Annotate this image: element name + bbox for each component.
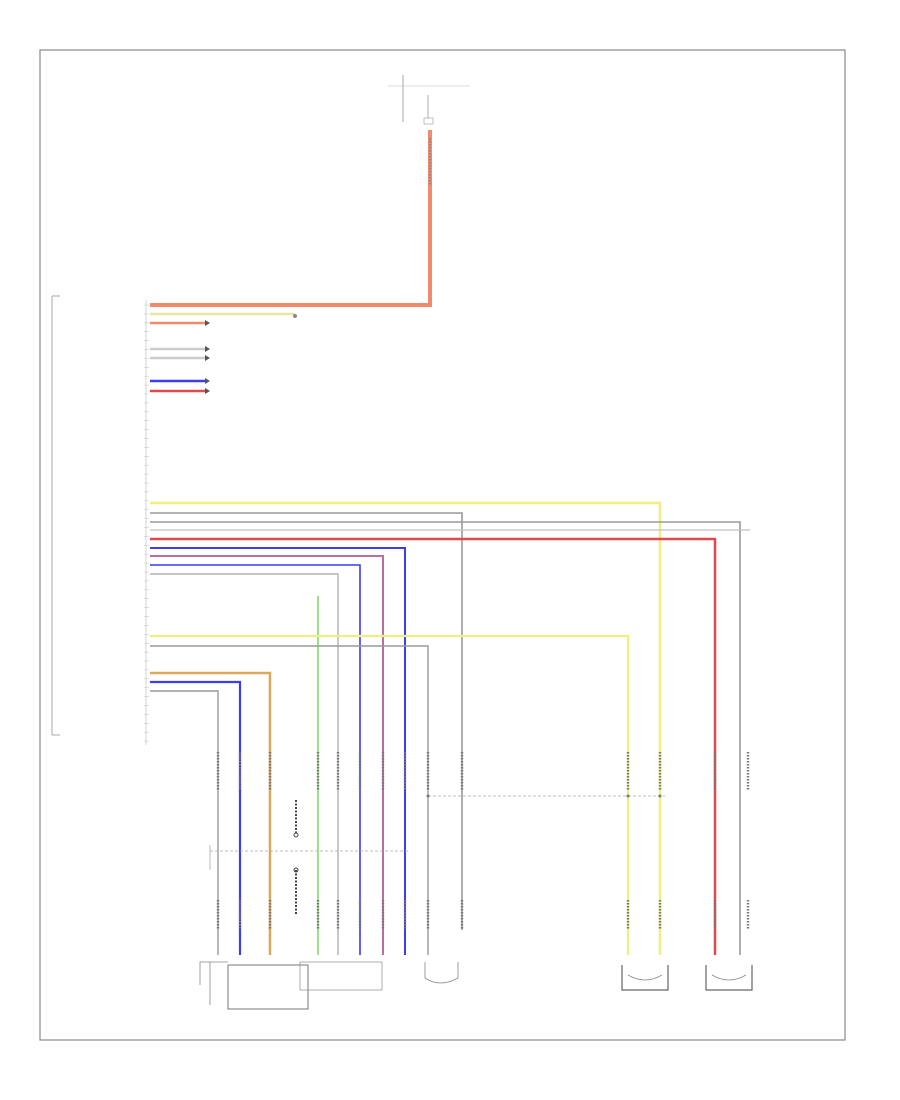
steering-gear-component bbox=[199, 961, 459, 1010]
upper-short-wires bbox=[150, 312, 297, 394]
splice-dot-icon bbox=[293, 314, 297, 318]
arrow-icon bbox=[205, 355, 210, 361]
diagram-frame bbox=[39, 49, 846, 1041]
pin-column bbox=[144, 304, 149, 742]
arrow-icon bbox=[205, 320, 210, 326]
right-components bbox=[621, 965, 753, 991]
splice-lines bbox=[209, 794, 665, 870]
ground-symbol-icon bbox=[293, 800, 299, 915]
harness-wires bbox=[150, 501, 750, 955]
connector-markers bbox=[216, 752, 750, 930]
arrow-icon bbox=[205, 346, 210, 352]
supply-wire bbox=[150, 130, 432, 307]
control-module-connector bbox=[51, 295, 147, 745]
arrow-icon bbox=[205, 378, 210, 384]
top-source-block bbox=[388, 75, 470, 125]
fuse-icon bbox=[423, 117, 434, 125]
arrow-icon bbox=[205, 388, 210, 394]
